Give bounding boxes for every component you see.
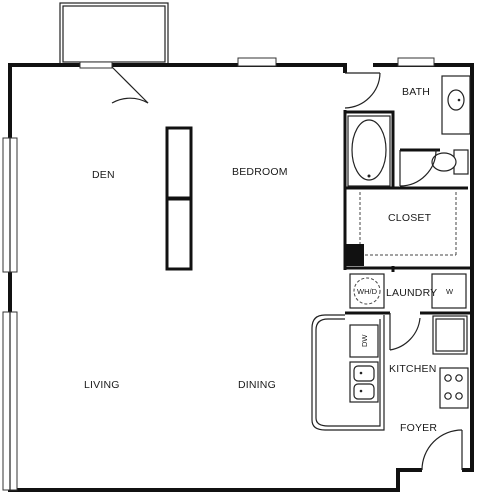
washer-dryer bbox=[349, 273, 385, 309]
room-label-bath: BATH bbox=[402, 86, 430, 98]
balcony bbox=[59, 2, 169, 66]
kitchen-counter bbox=[311, 314, 385, 431]
bath-sink bbox=[441, 75, 471, 135]
windows bbox=[2, 57, 435, 491]
appliance-label-dishwasher: DW bbox=[360, 334, 369, 347]
washer bbox=[431, 273, 467, 309]
range bbox=[439, 367, 469, 409]
room-label-bedroom: BEDROOM bbox=[232, 166, 288, 178]
window-bedroom bbox=[237, 57, 277, 67]
bathtub bbox=[347, 115, 391, 187]
window-balcony-door bbox=[79, 61, 113, 69]
dishwasher bbox=[349, 324, 379, 358]
utility-block bbox=[346, 244, 364, 266]
appliance-label-washer-dryer: WH/D bbox=[357, 287, 378, 296]
partition bbox=[165, 126, 193, 271]
room-label-den: DEN bbox=[92, 169, 115, 181]
door-balcony bbox=[111, 66, 149, 104]
door-bath bbox=[344, 72, 381, 109]
refrigerator bbox=[432, 315, 468, 355]
door-laundry bbox=[389, 313, 421, 351]
room-label-kitchen: KITCHEN bbox=[389, 363, 437, 375]
interior-walls bbox=[343, 110, 472, 315]
door-entry bbox=[421, 429, 463, 471]
room-label-laundry: LAUNDRY bbox=[386, 287, 437, 299]
room-label-closet: CLOSET bbox=[388, 212, 432, 224]
room-label-dining: DINING bbox=[238, 379, 276, 391]
room-label-living: LIVING bbox=[84, 379, 120, 391]
window-bath bbox=[397, 57, 435, 67]
room-label-foyer: FOYER bbox=[400, 422, 437, 434]
appliance-label-washer: W bbox=[446, 287, 454, 296]
toilet bbox=[431, 149, 469, 175]
door-bath-inner bbox=[399, 149, 437, 187]
